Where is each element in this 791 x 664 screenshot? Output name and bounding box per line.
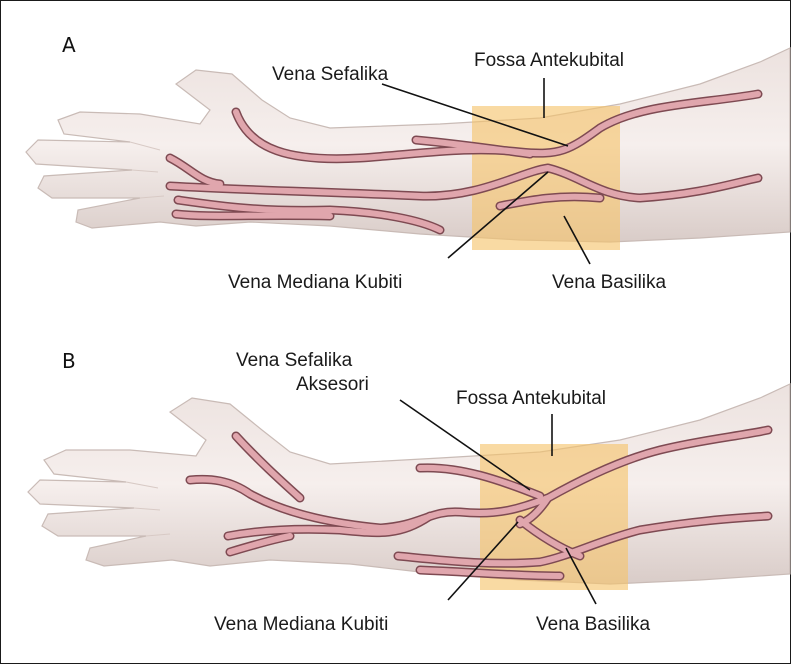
panel-b-letter: B [62, 349, 76, 373]
panel-a: A [26, 33, 790, 293]
panel-b-label-median-cubital: Vena Mediana Kubiti [214, 614, 388, 635]
panel-b-label-accessory-line2: Aksesori [296, 374, 369, 395]
panel-b-label-accessory-line1: Vena Sefalika [236, 350, 353, 371]
panel-a-label-cephalic: Vena Sefalika [272, 64, 389, 85]
panel-b-label-fossa: Fossa Antekubital [456, 388, 606, 409]
panel-a-label-median-cubital: Vena Mediana Kubiti [228, 272, 402, 293]
panel-a-letter: A [62, 33, 76, 57]
panel-a-label-fossa: Fossa Antekubital [474, 50, 624, 71]
panel-b-label-basilic: Vena Basilika [536, 614, 651, 635]
panel-a-label-basilic: Vena Basilika [552, 272, 667, 293]
panel-b: B [28, 349, 790, 635]
